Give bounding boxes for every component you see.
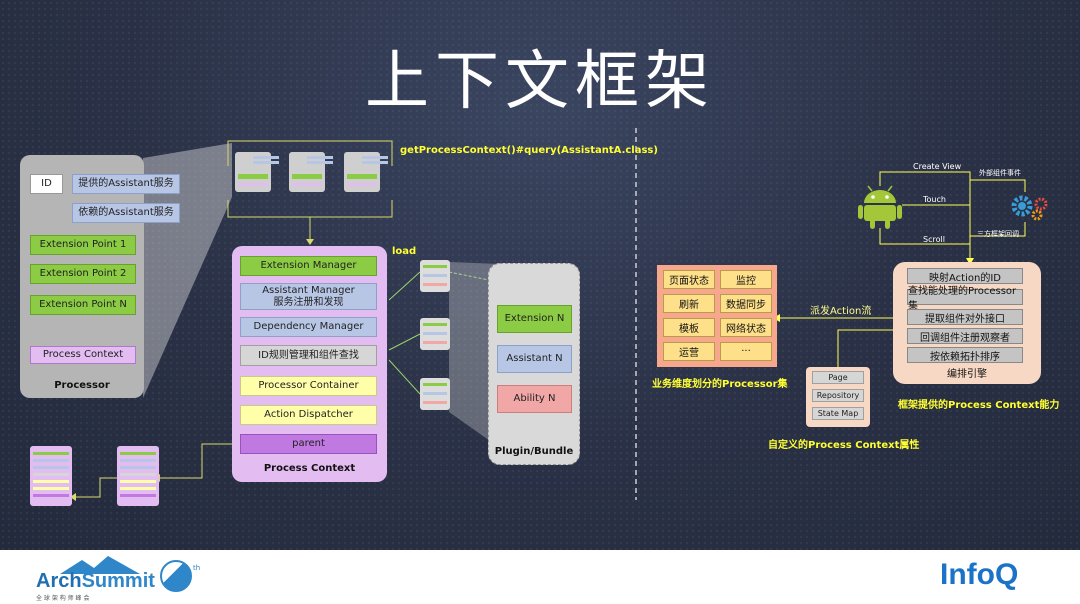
grid-cell: 网络状态	[720, 318, 772, 337]
logo-summit: Summit	[81, 570, 155, 592]
ctx-caption: 框架提供的Process Context能力	[898, 400, 1060, 411]
processor-container: Processor Container	[240, 376, 377, 396]
ctx-row: 映射Action的ID	[907, 268, 1023, 284]
grid-cell: 模板	[663, 318, 715, 337]
framework-context-panel: 映射Action的ID 查找能处理的Processor集 提取组件对外接口 回调…	[893, 262, 1041, 384]
prop-repository: Repository	[812, 389, 864, 402]
processor-id: ID	[30, 174, 63, 194]
external-line	[970, 179, 1026, 192]
extension-manager: Extension Manager	[240, 256, 377, 276]
query-label: getProcessContext()#query(AssistantA.cla…	[400, 145, 658, 156]
processor-thumb-1	[235, 152, 279, 192]
load-line-1	[388, 271, 421, 301]
processor-grid: 页面状态 监控 刷新 数据同步 模板 网络状态 运营 ···	[657, 265, 777, 367]
load-line-2	[388, 333, 421, 351]
dependency-manager: Dependency Manager	[240, 317, 377, 337]
plugin-thumb-1	[420, 260, 450, 292]
parent-line-2	[76, 477, 117, 498]
plugin-assistant-n: Assistant N	[497, 345, 572, 373]
action-dispatcher: Action Dispatcher	[240, 405, 377, 425]
grid-cell: 刷新	[663, 294, 715, 313]
props-caption: 自定义的Process Context属性	[768, 440, 920, 451]
ctx-row: 提取组件对外接口	[907, 309, 1023, 325]
extension-point-n: Extension Point N	[30, 295, 136, 315]
slide-background: 上下文框架 ID 提供的Assistant服务	[0, 0, 1080, 550]
mountain-icon	[60, 556, 140, 574]
scroll-line	[879, 228, 970, 245]
plugin-thumb-2	[420, 318, 450, 350]
create-view-label: Create View	[913, 162, 962, 171]
ctx-row: 按依赖拓扑排序	[907, 347, 1023, 363]
plugin-line	[448, 271, 490, 281]
parent-context-thumb-2	[30, 446, 72, 506]
ctx-row: 查找能处理的Processor集	[907, 286, 1023, 312]
parent-context-thumb-1	[117, 446, 159, 506]
ctx-row: 回调组件注册观察者	[907, 328, 1023, 344]
depended-services: 依赖的Assistant服务	[72, 203, 180, 223]
ctx-engine: 编排引擎	[947, 369, 987, 380]
assistant-manager: Assistant Manager 服务注册和发现	[240, 283, 377, 310]
plugin-extension-n: Extension N	[497, 305, 572, 333]
grid-cell: 页面状态	[663, 270, 715, 289]
footer: ArchSummit 全 球 架 构 师 峰 会 th InfoQ	[0, 550, 1080, 604]
load-line-3	[388, 359, 421, 395]
logo-arch: Arch	[36, 570, 82, 592]
process-context-label: Process Context	[263, 463, 356, 474]
query-line	[227, 140, 393, 166]
grid-cell: 监控	[720, 270, 772, 289]
infoq-logo: InfoQ	[940, 558, 1019, 591]
query-line-bottom	[227, 200, 393, 218]
slide-title: 上下文框架	[365, 45, 715, 119]
archsummit-logo: ArchSummit	[36, 570, 155, 593]
props-line	[837, 329, 893, 367]
load-label: load	[392, 246, 417, 257]
processor-label: Processor	[54, 380, 110, 391]
prop-page: Page	[812, 371, 864, 384]
anniversary-badge	[160, 560, 192, 592]
grid-cell: 运营	[663, 342, 715, 361]
plugin-ability-n: Ability N	[497, 385, 572, 413]
android-icon	[858, 185, 902, 229]
extension-point-2: Extension Point 2	[30, 264, 136, 284]
processor-thumb-3	[344, 152, 388, 192]
dispatch-label: 派发Action流	[810, 306, 872, 317]
plugin-bundle-label: Plugin/Bundle	[494, 446, 574, 457]
third-party-line	[970, 222, 1026, 237]
third-party-label: 三方框架回调	[977, 230, 1019, 238]
external-event-label: 外部组件事件	[979, 169, 1021, 177]
prop-state-map: State Map	[812, 407, 864, 420]
grid-cell: 数据同步	[720, 294, 772, 313]
extension-point-1: Extension Point 1	[30, 235, 136, 255]
parent-line	[160, 443, 238, 479]
create-view-line	[879, 171, 971, 262]
plugin-thumb-3	[420, 378, 450, 410]
id-manager: ID规则管理和组件查找	[240, 345, 377, 366]
archsummit-subtitle: 全 球 架 构 师 峰 会	[36, 595, 90, 602]
grid-caption: 业务维度划分的Processor集	[652, 379, 788, 390]
parent-ref: parent	[240, 434, 377, 454]
plugin-zoom	[449, 262, 500, 448]
badge-th: th	[193, 564, 201, 572]
scroll-label: Scroll	[923, 235, 945, 244]
touch-label: Touch	[923, 195, 946, 204]
provided-services: 提供的Assistant服务	[72, 174, 180, 194]
processor-context: Process Context	[30, 346, 136, 364]
assistant-manager-sub: 服务注册和发现	[273, 296, 344, 308]
assistant-manager-title: Assistant Manager	[262, 285, 355, 296]
grid-cell: ···	[720, 342, 772, 361]
gears-icon	[1011, 195, 1048, 221]
processor-thumb-2	[289, 152, 333, 192]
